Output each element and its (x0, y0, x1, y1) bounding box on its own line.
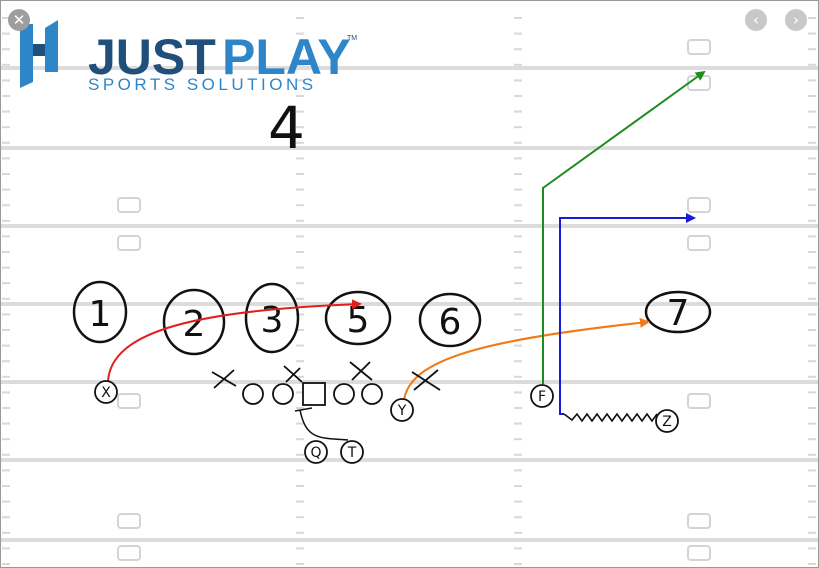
lineman (361, 383, 383, 405)
zone-label-7: 7 (667, 293, 690, 334)
qb-drop-tick (294, 407, 313, 412)
defender-mark (283, 365, 303, 383)
player-x-circle (94, 380, 118, 404)
qb-drop-line (299, 409, 349, 441)
chevron-right-icon: › (793, 10, 799, 29)
player-x-label: X (101, 385, 111, 401)
just-play-logo: JUST PLAY SPORTS SOLUTIONS TM (20, 20, 357, 94)
player-q-circle (304, 440, 328, 464)
zone-circle-1 (72, 280, 128, 344)
play-call-number: 4 (268, 94, 305, 162)
logo-word-just: JUST (88, 29, 216, 85)
logo-word-play: PLAY (222, 29, 351, 85)
yard-number-blocks (117, 39, 711, 561)
z-route-line (559, 213, 696, 415)
zone-circle-3 (244, 282, 300, 354)
logo-tagline: SPORTS SOLUTIONS (88, 75, 317, 94)
zone-label-3: 3 (261, 300, 284, 341)
chevron-left-icon: ‹ (753, 10, 759, 29)
center-square (302, 382, 326, 406)
x-route-line (107, 299, 362, 383)
zone-label-5: 5 (347, 300, 370, 341)
player-q-label: Q (310, 445, 321, 461)
f-route-line (542, 70, 706, 384)
yard-lines (0, 66, 819, 542)
close-icon: ✕ (12, 10, 26, 29)
previous-image-button[interactable]: ‹ (745, 9, 767, 31)
lineman (272, 383, 294, 405)
z-motion-squiggle (563, 412, 658, 423)
player-z-circle (655, 409, 679, 433)
zone-circle-5 (324, 290, 392, 346)
y-route-line (403, 317, 650, 401)
player-f-circle (530, 384, 554, 408)
lineman (333, 383, 355, 405)
player-y-circle (390, 398, 414, 422)
offensive-line (242, 382, 383, 406)
player-y-label: Y (397, 403, 407, 419)
defender-mark (211, 369, 237, 389)
logo-mark-icon (20, 20, 58, 88)
defender-marks (211, 361, 441, 391)
zone-circle-2 (162, 288, 226, 356)
player-t-circle (340, 440, 364, 464)
player-z-label: Z (662, 414, 672, 430)
lineman (242, 383, 264, 405)
zone-markers (72, 280, 712, 356)
defender-mark (411, 369, 441, 391)
next-image-button[interactable]: › (785, 9, 807, 31)
zone-circle-7 (644, 290, 712, 334)
defender-mark (349, 361, 373, 381)
zone-label-2: 2 (183, 304, 206, 345)
logo-trademark: TM (347, 35, 357, 42)
player-t-label: T (347, 445, 357, 461)
close-button[interactable]: ✕ (8, 9, 30, 31)
player-f-label: F (538, 389, 546, 405)
hash-marks (2, 17, 816, 565)
zone-circle-6 (418, 292, 482, 348)
zone-label-1: 1 (89, 294, 112, 335)
zone-label-6: 6 (439, 302, 462, 343)
